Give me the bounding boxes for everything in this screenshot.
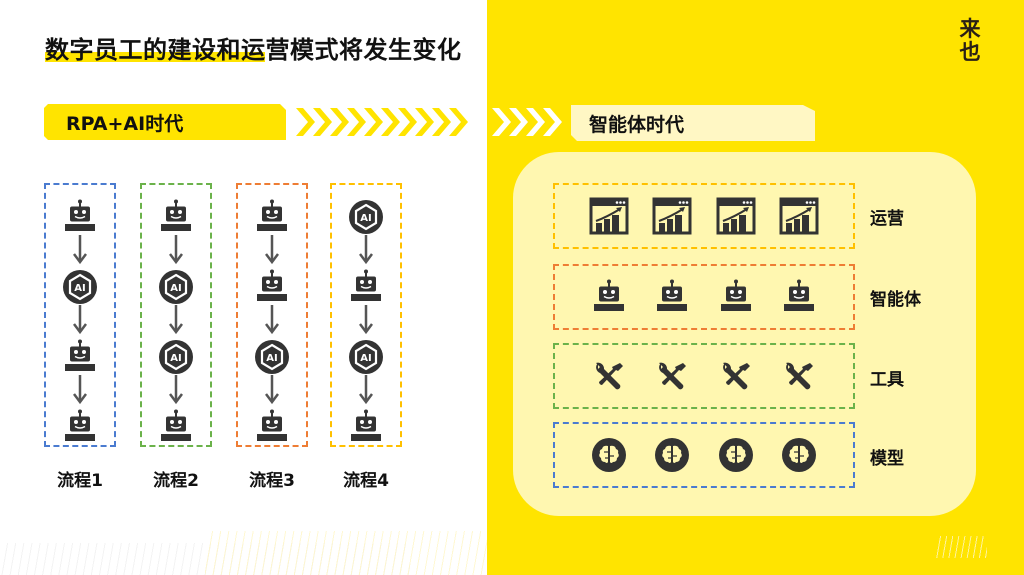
- analytics-chart-icon: [716, 196, 756, 236]
- layer-tools: [553, 343, 855, 409]
- robot-icon: [348, 269, 384, 305]
- flow-node-stack: AI: [46, 199, 114, 445]
- robot-icon: [158, 409, 194, 445]
- down-arrow-icon: [359, 305, 373, 339]
- flow-box-1: AI: [44, 183, 116, 447]
- chevron-arrows-icon: [296, 108, 468, 136]
- laiye-logo: 来也: [959, 17, 981, 64]
- slide-title: 数字员工的建设和运营模式将发生变化: [45, 36, 462, 64]
- tools-icon: [589, 356, 629, 396]
- analytics-chart-icon: [779, 196, 819, 236]
- down-arrow-icon: [265, 235, 279, 269]
- robot-icon: [254, 269, 290, 305]
- flow-label-1: 流程1: [57, 471, 103, 491]
- down-arrow-icon: [265, 305, 279, 339]
- era-tag-rpa-ai: RPA+AI时代: [44, 104, 286, 140]
- robot-icon: [158, 199, 194, 235]
- robot-icon: [652, 277, 692, 317]
- layer-operations: [553, 183, 855, 249]
- down-arrow-icon: [169, 305, 183, 339]
- era-tag-agent: 智能体时代: [571, 105, 815, 141]
- down-arrow-icon: [359, 235, 373, 269]
- era-label: 智能体时代: [589, 113, 685, 136]
- robot-icon: [716, 277, 756, 317]
- brain-icon: [716, 435, 756, 475]
- svg-text:AI: AI: [170, 353, 181, 364]
- ai-icon: AI: [348, 199, 384, 235]
- robot-icon: [62, 339, 98, 375]
- ai-icon: AI: [254, 339, 290, 375]
- ai-icon: AI: [348, 339, 384, 375]
- era-label: RPA+AI时代: [66, 112, 184, 135]
- ai-icon: AI: [158, 269, 194, 305]
- down-arrow-icon: [73, 305, 87, 339]
- flow-label-4: 流程4: [343, 471, 389, 491]
- flow-box-4: AI AI: [330, 183, 402, 447]
- robot-icon: [254, 199, 290, 235]
- tools-icon: [779, 356, 819, 396]
- analytics-chart-icon: [589, 196, 629, 236]
- title-highlight: [45, 52, 265, 62]
- robot-icon: [254, 409, 290, 445]
- svg-text:AI: AI: [170, 283, 181, 294]
- robot-icon: [589, 277, 629, 317]
- down-arrow-icon: [359, 375, 373, 409]
- layer-label-operations: 运营: [870, 209, 904, 229]
- down-arrow-icon: [169, 235, 183, 269]
- analytics-chart-icon: [652, 196, 692, 236]
- layer-label-agents: 智能体: [870, 290, 921, 310]
- svg-text:AI: AI: [74, 283, 85, 294]
- down-arrow-icon: [73, 235, 87, 269]
- flow-box-2: AI AI: [140, 183, 212, 447]
- robot-icon: [348, 409, 384, 445]
- flow-node-stack: AI AI: [142, 199, 210, 445]
- robot-icon: [62, 409, 98, 445]
- brain-icon: [589, 435, 629, 475]
- flow-node-stack: AI: [238, 199, 306, 445]
- svg-text:AI: AI: [360, 353, 371, 364]
- down-arrow-icon: [265, 375, 279, 409]
- svg-text:AI: AI: [360, 213, 371, 224]
- down-arrow-icon: [73, 375, 87, 409]
- brain-icon: [779, 435, 819, 475]
- robot-icon: [779, 277, 819, 317]
- svg-text:AI: AI: [266, 353, 277, 364]
- flow-label-3: 流程3: [249, 471, 295, 491]
- ai-icon: AI: [62, 269, 98, 305]
- tools-icon: [716, 356, 756, 396]
- layer-label-models: 模型: [870, 449, 904, 469]
- flow-node-stack: AI AI: [332, 199, 400, 445]
- layer-agents: [553, 264, 855, 330]
- layer-models: [553, 422, 855, 488]
- robot-icon: [62, 199, 98, 235]
- flow-box-3: AI: [236, 183, 308, 447]
- layer-label-tools: 工具: [870, 370, 904, 390]
- down-arrow-icon: [169, 375, 183, 409]
- ai-icon: AI: [158, 339, 194, 375]
- brain-icon: [652, 435, 692, 475]
- decorative-hatch: [935, 536, 987, 558]
- tools-icon: [652, 356, 692, 396]
- decorative-hatch: [205, 531, 487, 575]
- chevron-arrows-icon: [492, 108, 562, 136]
- flow-label-2: 流程2: [153, 471, 199, 491]
